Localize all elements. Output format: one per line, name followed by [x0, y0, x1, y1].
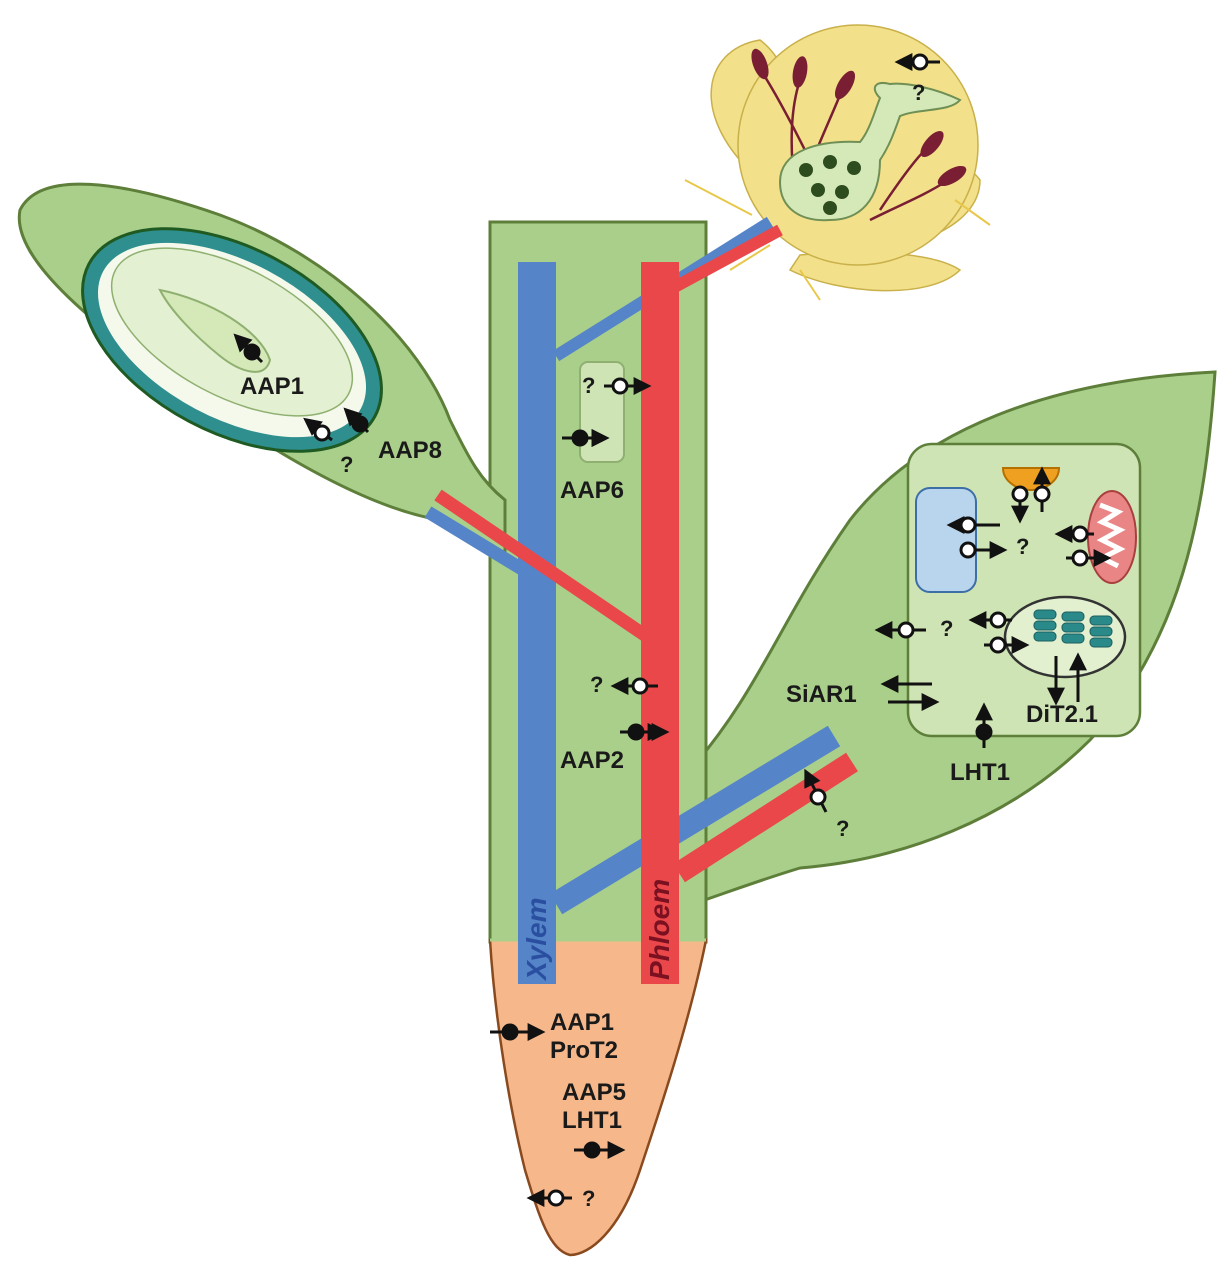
- root-aap5-label: AAP5: [562, 1079, 626, 1106]
- root-lht1-label: LHT1: [562, 1107, 622, 1134]
- leaf-unknown-petiole-label: ?: [836, 816, 849, 841]
- transporter-symbols: [233, 53, 1112, 1207]
- xylem-vessels: [424, 216, 841, 984]
- pistil: [778, 82, 962, 222]
- leaf-unknown-center-label: ?: [1016, 534, 1029, 559]
- leaf-unknown-cyto-label: ?: [940, 616, 953, 641]
- flower-unknown-label: ?: [912, 80, 925, 105]
- root-aap1-label: AAP1: [550, 1009, 614, 1036]
- leaf-lht1-label: LHT1: [950, 759, 1010, 786]
- stem-unknown-lower-label: ?: [590, 672, 603, 697]
- stem-aap2-label: AAP2: [560, 747, 624, 774]
- seed-unknown-label: ?: [340, 452, 353, 477]
- seed-aap8-label: AAP8: [378, 437, 442, 464]
- flower: [684, 24, 991, 301]
- root-prot2-label: ProT2: [550, 1037, 618, 1064]
- ovules: [799, 155, 861, 215]
- seed-aap1-label: AAP1: [240, 373, 304, 400]
- stem-unknown-upper-label: ?: [582, 373, 595, 398]
- leaf-dit21-label: DiT2.1: [1026, 701, 1098, 728]
- root-unknown-label: ?: [582, 1186, 595, 1211]
- leaf-siar1-label: SiAR1: [786, 681, 857, 708]
- phloem-label: Phloem: [644, 879, 675, 980]
- vacuole: [915, 487, 977, 593]
- seed: [81, 227, 383, 453]
- root: [488, 938, 708, 1257]
- stem-aap6-label: AAP6: [560, 477, 624, 504]
- chloroplast: [1003, 595, 1127, 679]
- xylem-label: Xylem: [521, 898, 552, 983]
- mitochondrion: [1087, 490, 1137, 584]
